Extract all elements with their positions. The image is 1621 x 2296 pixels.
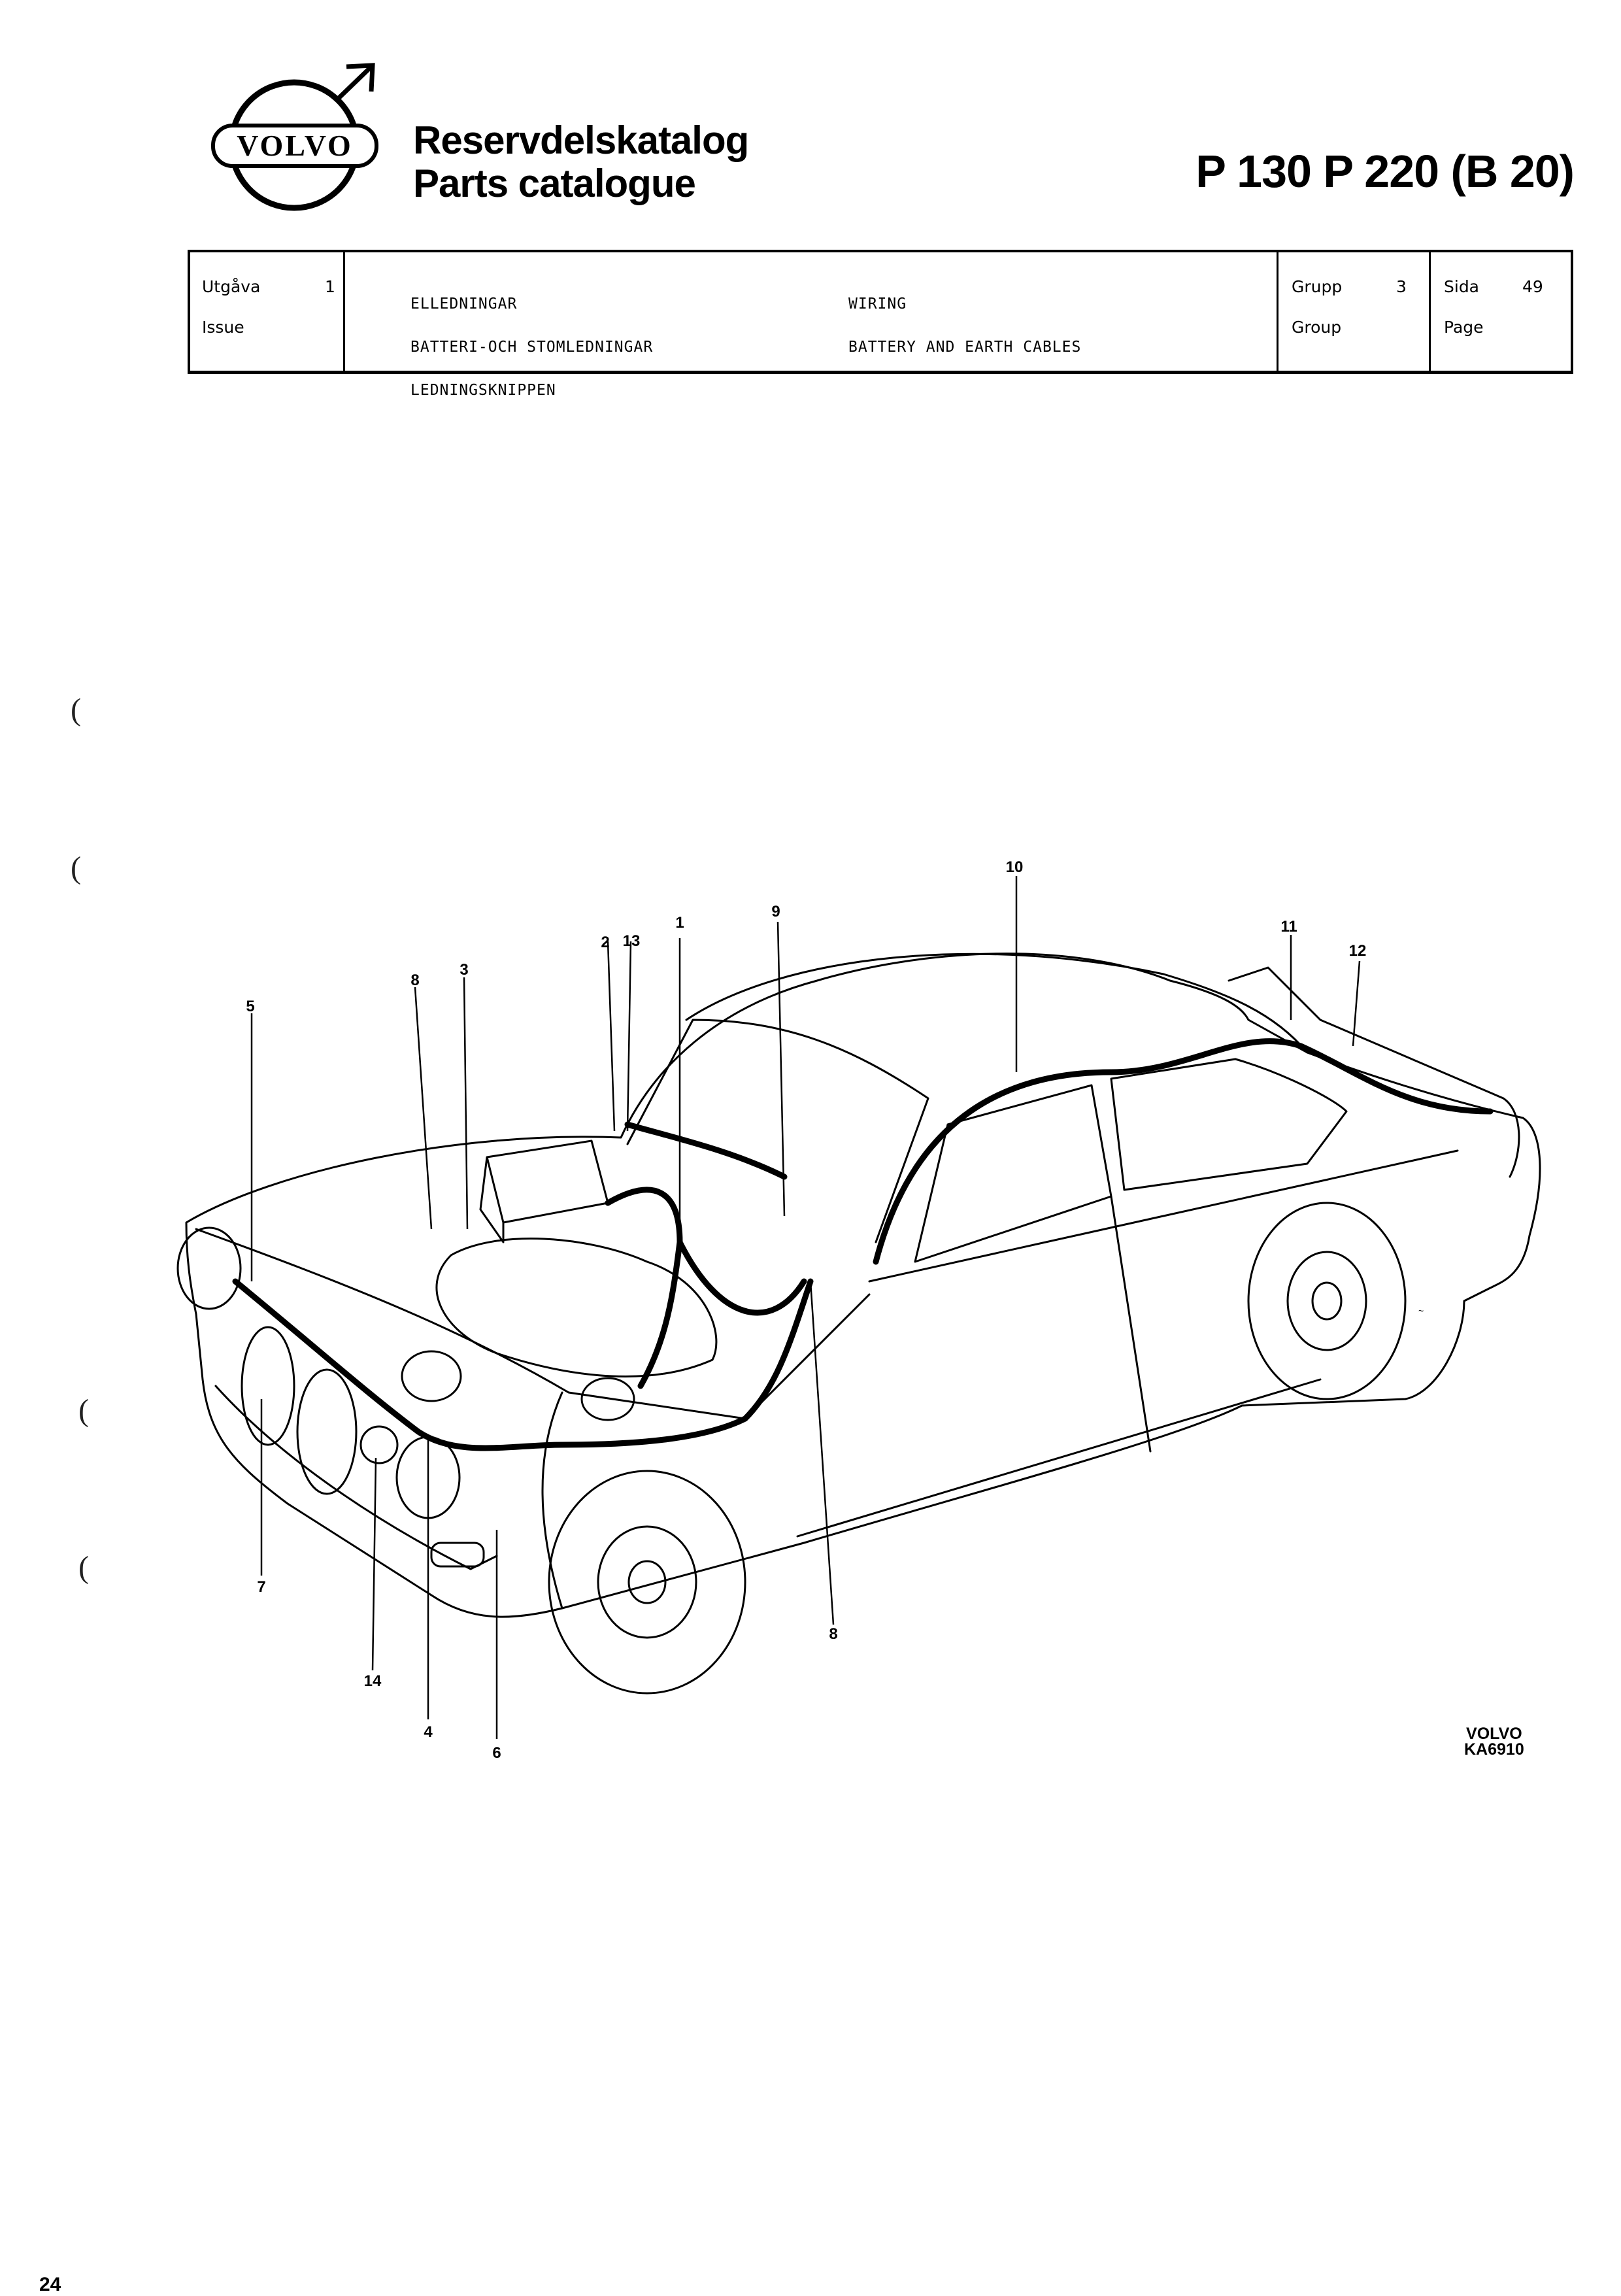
callout-8-front: 8 — [410, 971, 420, 989]
group-cell: Grupp 3 Group — [1278, 252, 1431, 371]
horn — [359, 1425, 399, 1464]
sill-line — [796, 1378, 1322, 1538]
page-cell: Sida 49 Page — [1431, 252, 1571, 371]
front-hubcap — [627, 1560, 667, 1604]
side-window-rear — [1110, 1058, 1348, 1191]
group-label-en: Group — [1292, 318, 1342, 337]
title-sv-line: ELLEDNINGAR — [410, 295, 518, 312]
headlight-left — [176, 1226, 242, 1310]
front-wheel-hub — [597, 1525, 697, 1639]
catalogue-title-en: Parts catalogue — [413, 161, 696, 205]
callout-12: 12 — [1348, 942, 1367, 960]
drawing-ref-code: KA6910 — [1464, 1740, 1524, 1759]
issue-label-sv: Utgåva — [202, 277, 261, 296]
catalogue-title-sv: Reservdelskatalog — [413, 118, 749, 162]
page-label-sv: Sida — [1444, 277, 1480, 296]
callout-14: 14 — [363, 1672, 382, 1690]
page-number: 24 — [39, 2274, 61, 2295]
front-wheel — [548, 1470, 746, 1695]
drawing-reference: VOLVO KA6910 — [1464, 1725, 1524, 1759]
drawing-ref-brand: VOLVO — [1466, 1725, 1522, 1743]
rear-wheel — [1247, 1202, 1407, 1400]
model-designation: P 130 P 220 (B 20) — [1195, 146, 1575, 197]
rear-hubcap — [1311, 1281, 1343, 1321]
callout-13: 13 — [622, 932, 641, 950]
side-window-front — [914, 1084, 1112, 1263]
callout-10: 10 — [1005, 858, 1024, 876]
margin-mark: ( — [71, 692, 81, 727]
title-sv: ELLEDNINGAR BATTERI-OCH STOMLEDNINGAR LE… — [410, 268, 653, 426]
earth-cable — [677, 1239, 807, 1316]
rear-harness — [873, 1038, 1494, 1265]
callout-1: 1 — [675, 914, 684, 932]
engine-block — [435, 1238, 718, 1377]
callout-6: 6 — [492, 1744, 501, 1762]
callout-9: 9 — [771, 903, 780, 920]
rear-wheel-hub — [1286, 1251, 1367, 1351]
margin-mark: ( — [78, 1393, 89, 1428]
info-table: Utgåva 1 Issue ELLEDNINGAR BATTERI-OCH S… — [188, 250, 1573, 398]
callout-4: 4 — [424, 1723, 433, 1741]
margin-mark: ( — [78, 1550, 89, 1585]
logo-wordmark: VOLVO — [237, 129, 353, 162]
title-cell: ELLEDNINGAR BATTERI-OCH STOMLEDNINGAR LE… — [345, 252, 1278, 398]
callout-5: 5 — [246, 998, 255, 1015]
hood-edge — [195, 1228, 871, 1420]
dash-harness — [624, 1121, 788, 1180]
battery-cable — [605, 1187, 683, 1389]
catalogue-title: Reservdelskatalog Parts catalogue — [413, 118, 749, 205]
issue-value: 1 — [325, 277, 335, 296]
group-value: 3 — [1396, 277, 1407, 296]
group-label-sv: Grupp — [1292, 277, 1343, 296]
callout-2: 2 — [601, 934, 610, 951]
title-en-line: BATTERY AND EARTH CABLES — [848, 339, 1082, 356]
windshield — [626, 1019, 929, 1243]
callout-3: 3 — [460, 961, 469, 979]
front-fender — [541, 1391, 563, 1610]
front-bumper — [214, 1385, 498, 1570]
title-en: WIRING BATTERY AND EARTH CABLES — [848, 268, 1081, 383]
page-value: 49 — [1522, 277, 1543, 296]
grille-right — [296, 1368, 358, 1495]
volvo-logo: VOLVO — [208, 60, 397, 217]
grille-left — [241, 1326, 295, 1446]
callout-7: 7 — [257, 1578, 266, 1596]
main-wiring-harness — [232, 1278, 814, 1451]
car-body-outline — [185, 953, 1541, 1618]
page-label-en: Page — [1444, 318, 1484, 337]
door-line — [1110, 1195, 1152, 1453]
generator — [401, 1350, 462, 1402]
title-sv-line: BATTERI-OCH STOMLEDNINGAR — [410, 339, 654, 356]
draftsman-mark: ~ — [1418, 1306, 1424, 1316]
callout-11: 11 — [1280, 918, 1297, 936]
beltline — [868, 1149, 1459, 1283]
rear-fin — [1228, 966, 1520, 1178]
callout-8-lower: 8 — [829, 1625, 838, 1643]
battery — [479, 1140, 609, 1243]
margin-mark: ( — [71, 851, 81, 885]
starter-motor — [580, 1377, 635, 1421]
title-sv-line: LEDNINGSKNIPPEN — [410, 382, 556, 399]
issue-cell: Utgåva 1 Issue — [190, 252, 345, 371]
fog-lamp — [430, 1542, 485, 1568]
issue-label-en: Issue — [202, 318, 244, 337]
title-en-line: WIRING — [848, 295, 907, 312]
